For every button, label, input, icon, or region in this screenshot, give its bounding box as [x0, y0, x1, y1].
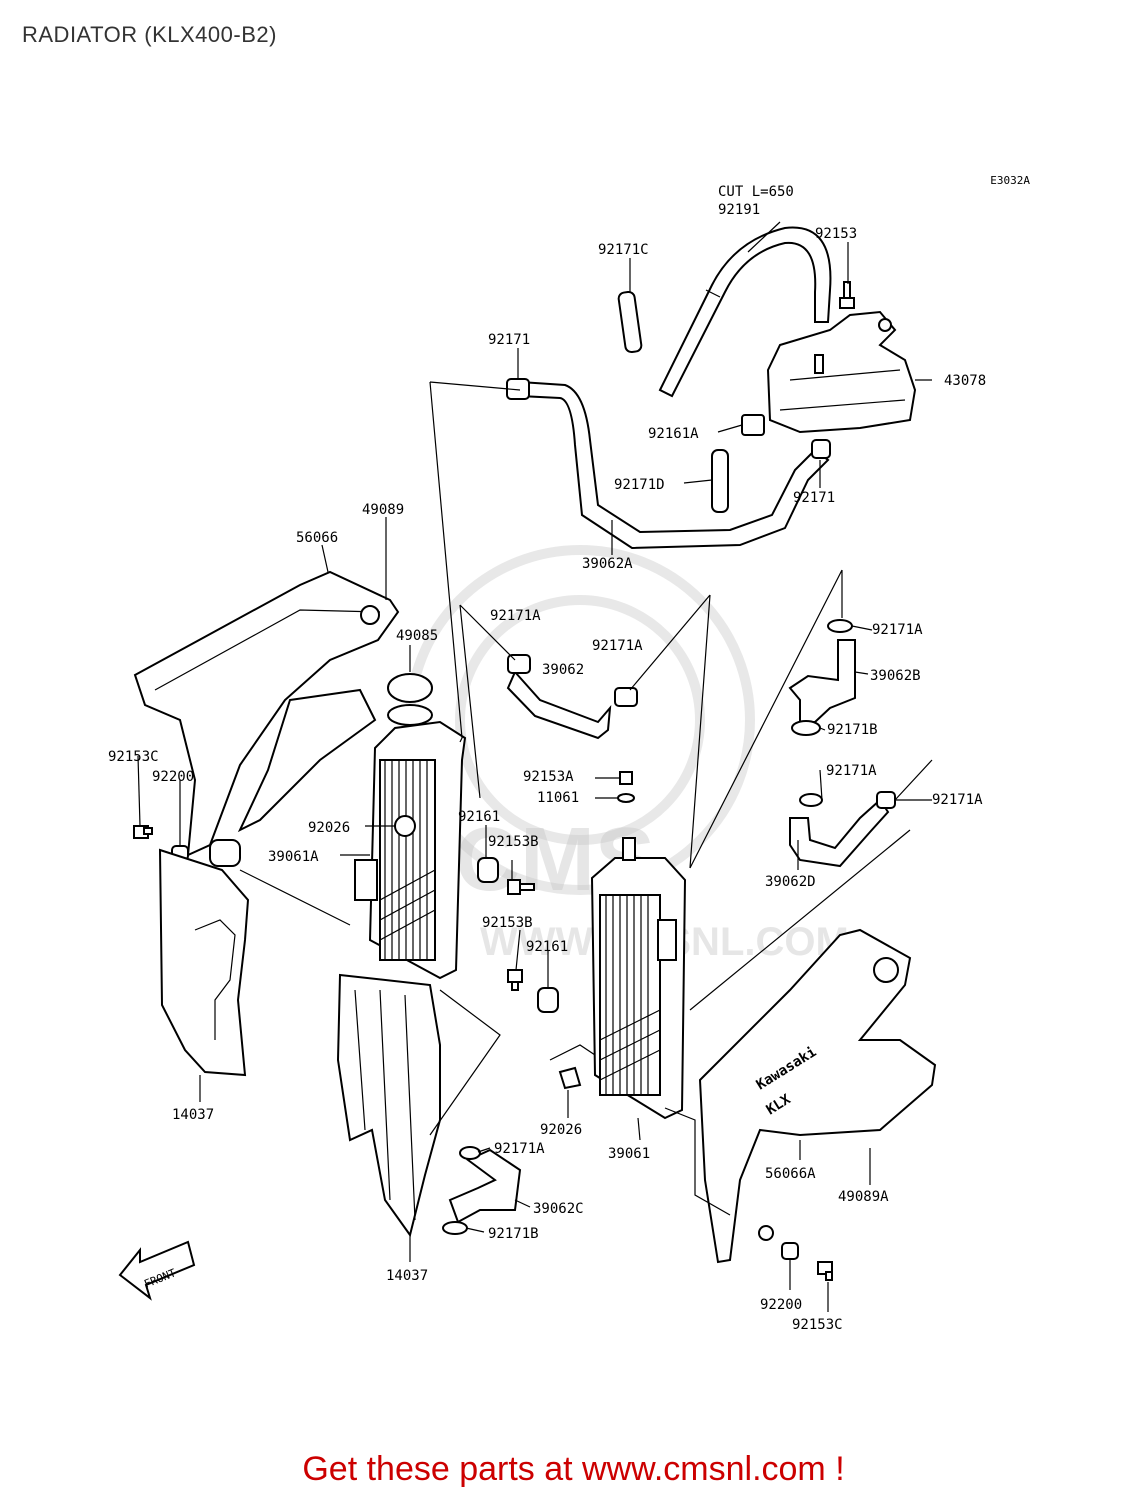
label-92153C-right: 92153C	[792, 1317, 843, 1333]
label-92171C: 92171C	[598, 242, 649, 258]
label-39061A: 39061A	[268, 849, 319, 865]
label-39062C: 39062C	[533, 1201, 584, 1217]
label-92153-top: 92153	[815, 226, 857, 242]
label-39062: 39062	[542, 662, 584, 678]
nut-92200-right	[781, 1242, 799, 1260]
label-92161-upper: 92161	[458, 809, 500, 825]
clamp-92171D	[711, 449, 729, 513]
part-labels: CUT L=650 92191 92153 92171C 92171 43078…	[108, 184, 986, 1333]
label-92171A-6: 92171A	[494, 1141, 545, 1157]
label-92171A-2: 92171A	[592, 638, 643, 654]
leader-lines	[137, 221, 933, 1312]
bolt-92153C-left	[133, 825, 153, 839]
hose-39062D	[789, 791, 896, 868]
grommet-92026-right	[558, 1066, 582, 1090]
left-shroud	[133, 570, 400, 867]
bolt-92153B-lower	[507, 969, 523, 991]
label-92171A-5: 92171A	[932, 792, 983, 808]
grille-lower	[336, 973, 441, 1238]
label-92171B-2: 92171B	[488, 1226, 539, 1242]
footer-promo-link[interactable]: Get these parts at www.cmsnl.com !	[302, 1450, 845, 1488]
label-92171-top: 92171	[488, 332, 530, 348]
hose-39062B	[788, 619, 856, 736]
hose-39062A	[506, 378, 831, 550]
label-56066: 56066	[296, 530, 338, 546]
label-92161-lower: 92161	[526, 939, 568, 955]
front-arrow-icon: FRONT	[118, 1240, 196, 1301]
label-39062A: 39062A	[582, 556, 633, 572]
parts-diagram: CMS WWW.CMSNL.COM E3032A	[108, 174, 1030, 1333]
bolt-92153-top	[839, 281, 855, 309]
label-92171A-1: 92171A	[490, 608, 541, 624]
label-14037-bottom: 14037	[386, 1268, 428, 1284]
label-49089: 49089	[362, 502, 404, 518]
label-14037-left: 14037	[172, 1107, 214, 1123]
label-49089A: 49089A	[838, 1189, 889, 1205]
label-92026-right: 92026	[540, 1122, 582, 1138]
label-cut-note: CUT L=650	[718, 184, 794, 200]
clamp-92171C	[617, 290, 643, 354]
radiator-cap	[387, 673, 433, 726]
label-92200-left: 92200	[152, 769, 194, 785]
label-49085: 49085	[396, 628, 438, 644]
bolt-92153B-upper	[507, 879, 535, 895]
bolt-92153C-right	[817, 1261, 833, 1281]
page-title: RADIATOR (KLX400-B2)	[22, 22, 277, 47]
label-92153A: 92153A	[523, 769, 574, 785]
reservoir-tank	[766, 310, 917, 434]
bolt-92153A	[617, 771, 635, 803]
label-92026-left: 92026	[308, 820, 350, 836]
figure-code: E3032A	[990, 174, 1030, 187]
right-shroud: Kawasaki KLX	[698, 928, 937, 1264]
bushing-92161-lower	[537, 987, 559, 1013]
label-92200-right: 92200	[760, 1297, 802, 1313]
label-92153C-left: 92153C	[108, 749, 159, 765]
bushing-92161-upper	[477, 857, 499, 883]
grille-left	[158, 848, 250, 1077]
label-92171B-1: 92171B	[827, 722, 878, 738]
label-11061: 11061	[537, 790, 579, 806]
label-92153B-upper: 92153B	[488, 834, 539, 850]
radiator-right	[590, 837, 687, 1120]
breather-hose	[658, 226, 832, 398]
label-92171-right: 92171	[793, 490, 835, 506]
label-92191: 92191	[718, 202, 760, 218]
label-92171A-3: 92171A	[872, 622, 923, 638]
label-92171D: 92171D	[614, 477, 665, 493]
radiator-left	[354, 720, 467, 980]
label-56066A: 56066A	[765, 1166, 816, 1182]
label-92161A: 92161A	[648, 426, 699, 442]
clamp-92161A	[741, 414, 765, 436]
hose-39062C	[442, 1146, 522, 1235]
label-92153B-lower: 92153B	[482, 915, 533, 931]
label-39062B: 39062B	[870, 668, 921, 684]
label-43078: 43078	[944, 373, 986, 389]
label-39062D: 39062D	[765, 874, 816, 890]
label-39061: 39061	[608, 1146, 650, 1162]
hose-39062	[506, 654, 638, 740]
label-92171A-4: 92171A	[826, 763, 877, 779]
